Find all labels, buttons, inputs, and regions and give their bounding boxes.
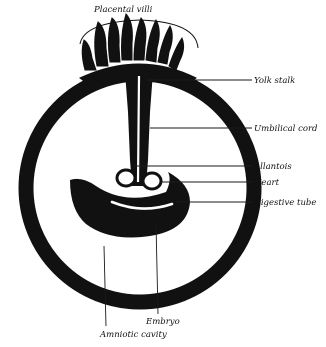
label-heart: Heart bbox=[253, 178, 280, 188]
label-yolk-stalk: Yolk stalk bbox=[254, 76, 295, 86]
label-digestive-tube: Digestive tube bbox=[253, 198, 316, 208]
label-amniotic-cavity: Amniotic cavity bbox=[99, 330, 167, 340]
allantois bbox=[117, 170, 135, 186]
label-umbilical-cord: Umbilical cord bbox=[254, 124, 318, 134]
label-embryo: Embryo bbox=[145, 317, 180, 327]
heart bbox=[143, 173, 161, 189]
label-placental-villi: Placental villi bbox=[93, 5, 153, 15]
leader-amniotic-cavity bbox=[104, 246, 106, 326]
label-allantois: Allantois bbox=[253, 162, 292, 172]
